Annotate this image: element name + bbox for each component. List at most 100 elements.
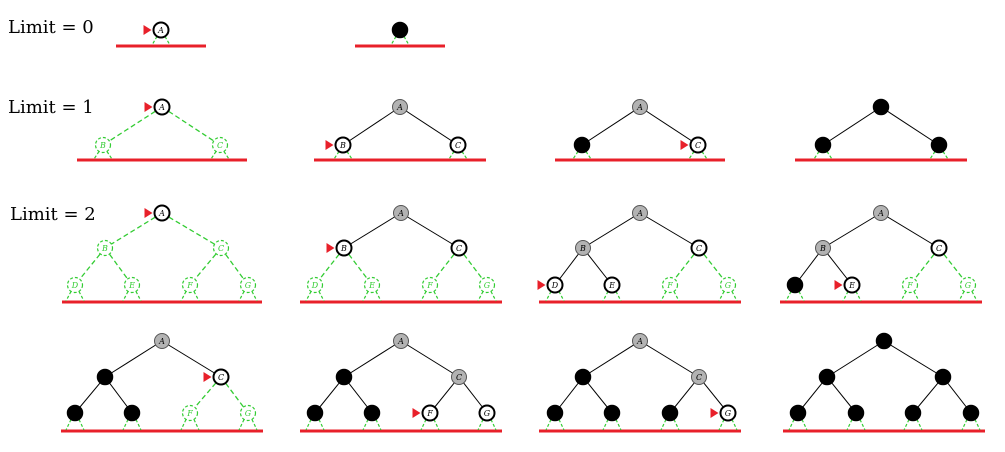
frontier-edge (161, 106, 221, 146)
tree-node-label-a: A (396, 103, 403, 112)
current-node-pointer (325, 140, 334, 150)
unexpanded-stub (859, 419, 866, 431)
tree-edge (400, 340, 460, 378)
tree-edge (880, 106, 940, 146)
tree-node-label-b: B (99, 141, 106, 150)
unexpanded-stub (826, 151, 833, 160)
tree-node-e (603, 404, 621, 422)
tree-node-d (306, 404, 324, 422)
unexpanded-stub (615, 291, 622, 302)
tree-node-label-d: D (551, 281, 559, 290)
tree-node-label-a: A (636, 209, 643, 218)
tree-node-e (603, 276, 621, 294)
unexpanded-stub (942, 151, 949, 160)
tree-node-g (239, 404, 257, 422)
unexpanded-stub (615, 419, 622, 431)
tree-node-a (154, 333, 170, 349)
current-node-pointer (537, 280, 546, 290)
tree-node-label-e: E (608, 281, 615, 290)
frontier-edge (161, 212, 222, 249)
tree-node-b (575, 240, 591, 256)
tree-edge (582, 212, 641, 249)
unexpanded-stub (961, 419, 968, 431)
unexpanded-stub (106, 151, 113, 160)
tree-node-e (123, 404, 141, 422)
unexpanded-stub (78, 291, 85, 302)
unexpanded-stub (238, 419, 245, 431)
tree-node-f (661, 276, 679, 294)
unexpanded-stub (164, 36, 171, 46)
unexpanded-stub (193, 291, 200, 302)
tree-node-e (123, 276, 141, 294)
tree-node-label-c: C (218, 244, 224, 253)
tree-edge (883, 340, 944, 378)
current-node-pointer (143, 25, 152, 35)
unexpanded-stub (673, 291, 680, 302)
unexpanded-stub (929, 151, 936, 160)
tree-node-b (335, 239, 353, 257)
tree-node-d (546, 404, 564, 422)
tree-node-label-g: G (725, 281, 732, 290)
unexpanded-stub (375, 419, 382, 431)
tree-node-label-g: G (725, 409, 732, 418)
tree-panel: A (116, 21, 206, 48)
tree-node-f (901, 276, 919, 294)
unexpanded-stub (903, 419, 910, 431)
unexpanded-stub (701, 151, 708, 160)
tree-node-a (632, 205, 648, 221)
unexpanded-stub (180, 291, 187, 302)
tree-node-label-g: G (965, 281, 972, 290)
unexpanded-stub (193, 419, 200, 431)
unexpanded-stub (731, 419, 738, 431)
tree-node-d (306, 276, 324, 294)
tree-edge (639, 106, 699, 146)
tree-node-label-b: B (819, 244, 826, 253)
current-node-pointer (412, 408, 421, 418)
unexpanded-stub (846, 419, 853, 431)
tree-node-label-g: G (484, 281, 491, 290)
tree-node-label-a: A (158, 209, 165, 218)
tree-node-label-g: G (484, 409, 491, 418)
tree-edge (880, 212, 940, 249)
tree-node-g (962, 404, 980, 422)
unexpanded-stub (916, 419, 923, 431)
unexpanded-stub (420, 419, 427, 431)
unexpanded-stub (477, 291, 484, 302)
tree-panel (795, 98, 967, 162)
unexpanded-stub (971, 291, 978, 302)
tree-node-a (873, 205, 889, 221)
unexpanded-stub (318, 291, 325, 302)
tree-node-label-a: A (636, 337, 643, 346)
tree-node-c (930, 239, 948, 257)
tree-node-label-f: F (666, 281, 673, 290)
unexpanded-stub (65, 419, 72, 431)
current-node-pointer (144, 208, 153, 218)
tree-node-g (719, 276, 737, 294)
unexpanded-stub (305, 291, 312, 302)
unexpanded-stub (93, 151, 100, 160)
tree-node-c (450, 239, 468, 257)
tree-node-label-c: C (936, 244, 942, 253)
unexpanded-stub (673, 419, 680, 431)
current-node-pointer (203, 372, 212, 382)
unexpanded-stub (251, 291, 258, 302)
tree-node-d (66, 404, 84, 422)
tree-node-e (847, 404, 865, 422)
unexpanded-stub (602, 419, 609, 431)
unexpanded-stub (545, 419, 552, 431)
tree-node-b (818, 368, 836, 386)
tree-node-a (392, 99, 408, 115)
tree-node-g (478, 276, 496, 294)
tree-edge (581, 106, 641, 146)
tree-node-label-a: A (636, 103, 643, 112)
unexpanded-stub (305, 419, 312, 431)
tree-node-a (393, 205, 409, 221)
frontier-edge (102, 106, 163, 146)
tree-node-a (393, 333, 409, 349)
tree-node-label-f: F (906, 281, 913, 290)
tree-node-c (211, 136, 229, 154)
tree-edge (822, 212, 882, 249)
